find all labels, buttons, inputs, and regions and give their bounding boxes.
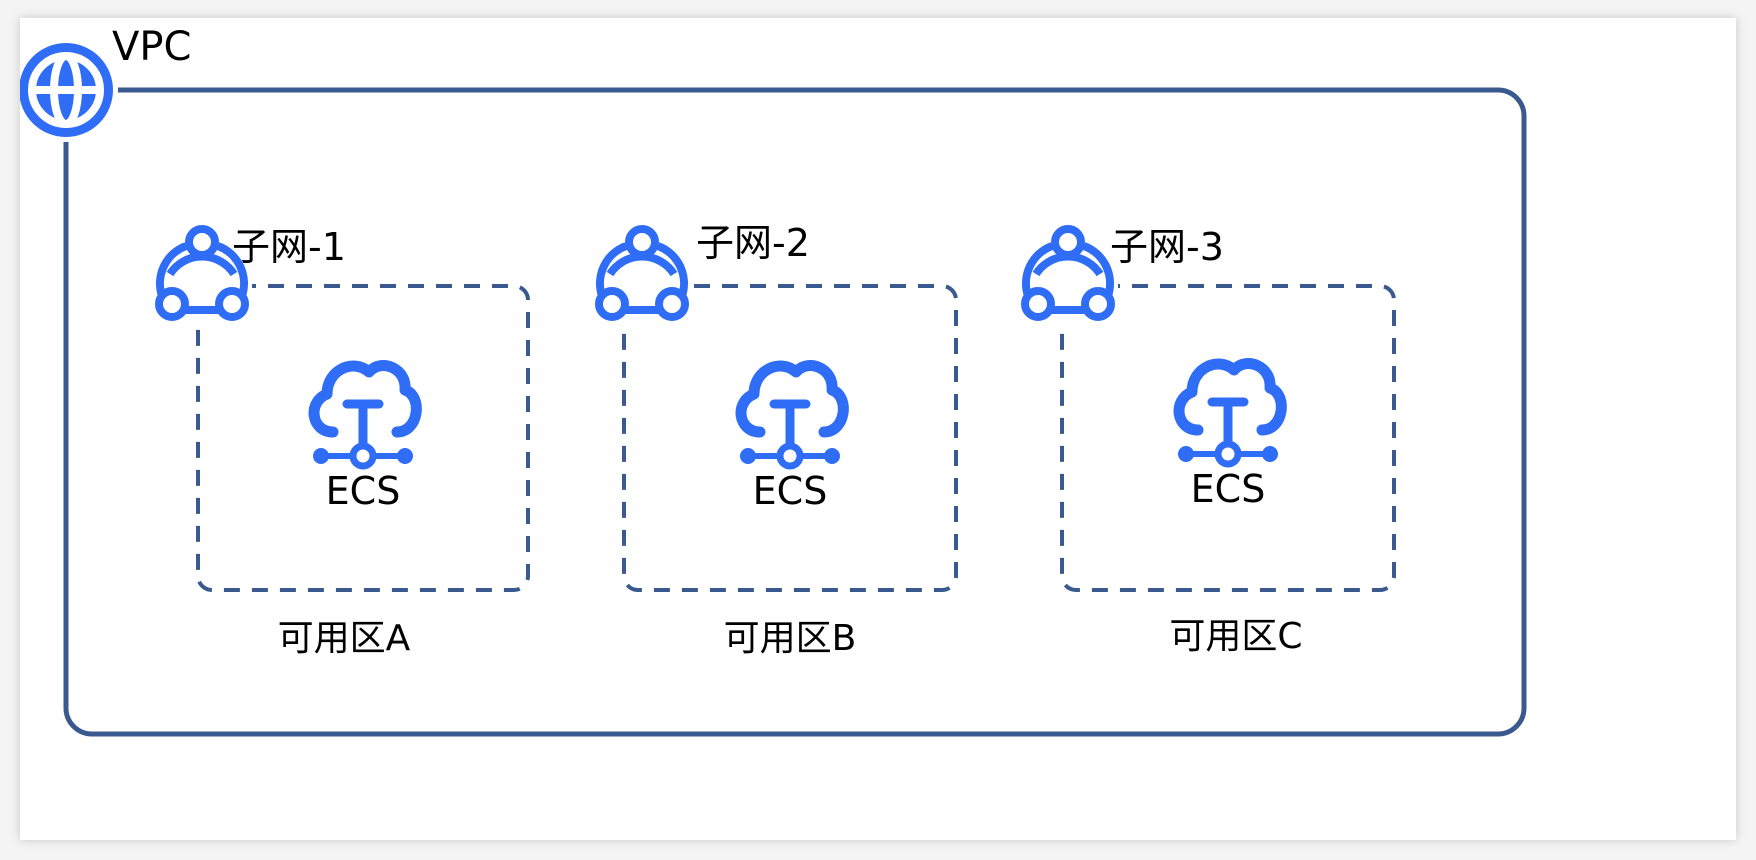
ecs-cloud-icon	[1178, 364, 1281, 464]
subnet-2: 子网-2 ECS 可用区B	[596, 221, 958, 659]
ecs-cloud-icon	[313, 366, 416, 466]
subnet-boundary	[1060, 284, 1396, 592]
subnet-1: 子网-1 ECS 可用区A	[156, 225, 530, 659]
subnet-3: 子网-3 ECS 可用区C	[1022, 225, 1396, 657]
ecs-cloud-icon	[740, 366, 843, 466]
vpc-label: VPC	[112, 24, 191, 70]
zone-label: 可用区A	[278, 618, 411, 659]
vpc-boundary	[63, 87, 1527, 737]
subnet-label: 子网-3	[1110, 225, 1224, 269]
ecs-label: ECS	[1191, 467, 1266, 511]
subnet-boundary	[622, 284, 958, 592]
zone-label: 可用区B	[724, 618, 857, 659]
subnet-label: 子网-1	[232, 225, 346, 269]
globe-icon	[20, 43, 113, 137]
vpc-diagram: VPC 子网-1 ECS 可用区A 子网-2	[20, 24, 1527, 737]
subnet-label: 子网-2	[696, 221, 810, 265]
ecs-label: ECS	[753, 469, 828, 513]
subnet-boundary	[196, 284, 530, 592]
ecs-label: ECS	[326, 469, 401, 513]
zone-label: 可用区C	[1169, 616, 1302, 657]
diagram-canvas: VPC 子网-1 ECS 可用区A 子网-2	[20, 18, 1736, 840]
